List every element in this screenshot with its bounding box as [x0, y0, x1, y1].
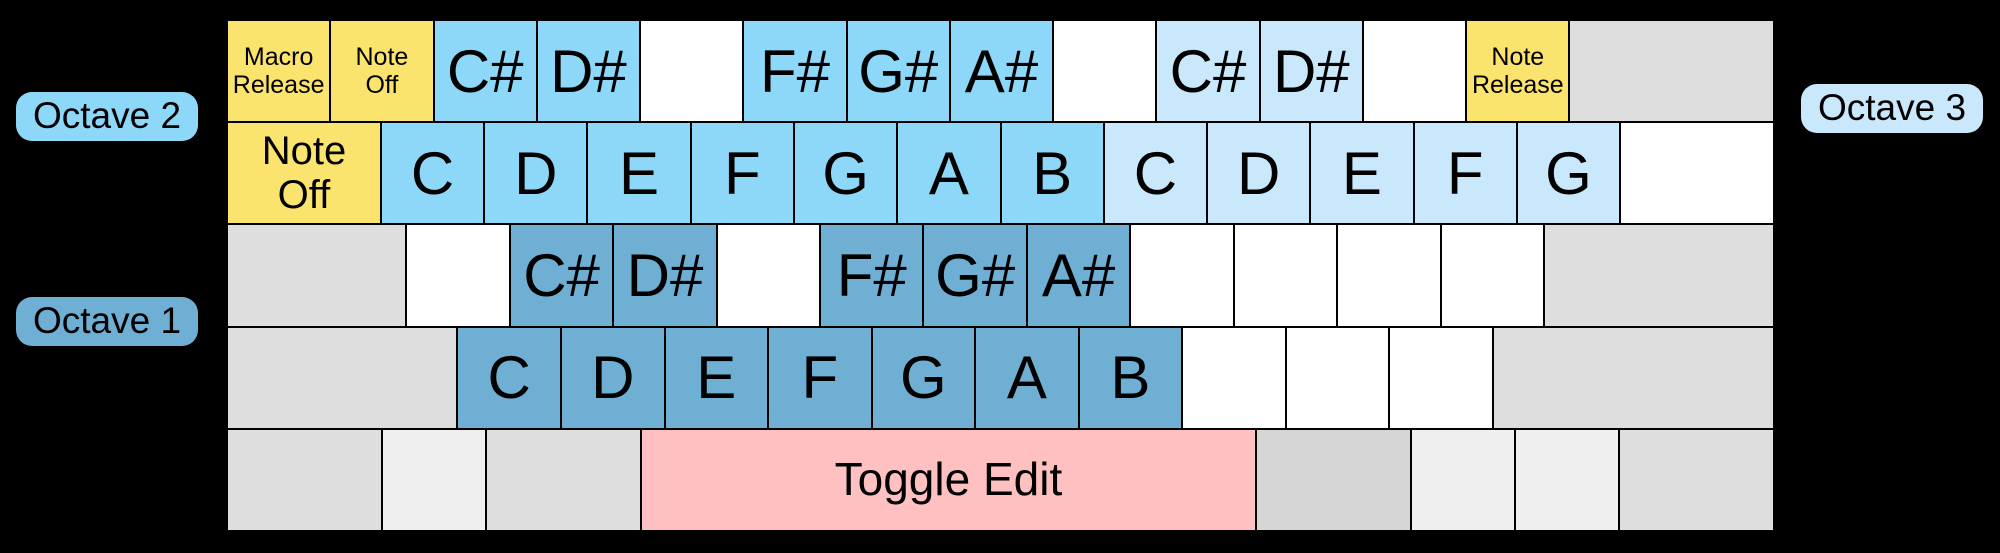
key-d[interactable]: D [1208, 123, 1310, 224]
key-d-sharp[interactable]: D# [1260, 21, 1362, 122]
key-gray-blank[interactable] [228, 429, 382, 531]
key-f[interactable]: F [1414, 123, 1516, 224]
key-f-sharp[interactable]: F# [821, 225, 923, 326]
key-toggle-edit[interactable]: Toggle Edit [642, 429, 1255, 531]
key-gray-blank[interactable] [1515, 429, 1618, 531]
keyboard-row-3: C#D# F#G#A# [228, 225, 1774, 326]
key-g[interactable]: G [872, 327, 975, 428]
key-gray-blank[interactable] [1570, 21, 1773, 122]
key-gray-blank[interactable] [1619, 429, 1773, 531]
key-e[interactable]: E [1311, 123, 1413, 224]
key-gray-blank[interactable] [228, 327, 457, 428]
key-a[interactable]: A [976, 327, 1078, 428]
key-note-off[interactable]: Note Off [228, 123, 380, 224]
key-note-off[interactable]: Note Off [331, 21, 433, 122]
key-f-sharp[interactable]: F# [744, 21, 846, 122]
key-blank[interactable] [1441, 225, 1543, 326]
key-d-sharp[interactable]: D# [537, 21, 640, 122]
key-g[interactable]: G [794, 123, 897, 224]
octave-2-label: Octave 2 [16, 92, 199, 141]
key-c[interactable]: C [381, 123, 484, 224]
key-blank[interactable] [1621, 123, 1773, 224]
key-blank[interactable] [1363, 21, 1466, 122]
octave-1-label: Octave 1 [16, 297, 199, 346]
key-blank[interactable] [1183, 327, 1285, 428]
key-c[interactable]: C [458, 327, 560, 428]
key-blank[interactable] [1338, 225, 1440, 326]
key-d[interactable]: D [561, 327, 664, 428]
key-c-sharp[interactable]: C# [434, 21, 536, 122]
key-blank[interactable] [1054, 21, 1156, 122]
keyboard-row-5: Toggle Edit [228, 429, 1773, 531]
key-c-sharp[interactable]: C# [510, 225, 613, 326]
key-g[interactable]: G [1517, 123, 1620, 224]
key-g-sharp[interactable]: G# [847, 21, 949, 122]
key-a-sharp[interactable]: A# [1027, 225, 1130, 326]
key-f[interactable]: F [769, 327, 871, 428]
octave-3-label: Octave 3 [1801, 84, 1984, 133]
key-a[interactable]: A [898, 123, 1000, 224]
key-blank[interactable] [641, 21, 743, 122]
key-gray-blank[interactable] [1493, 327, 1773, 428]
key-e[interactable]: E [588, 123, 690, 224]
key-gray-blank[interactable] [1411, 429, 1514, 531]
key-blank[interactable] [1286, 327, 1389, 428]
key-macro-release[interactable]: Macro Release [228, 21, 330, 122]
key-a-sharp[interactable]: A# [950, 21, 1053, 122]
key-gray-blank[interactable] [487, 429, 641, 531]
key-blank[interactable] [1131, 225, 1233, 326]
key-note-release[interactable]: Note Release [1467, 21, 1569, 122]
key-e[interactable]: E [665, 327, 768, 428]
key-d[interactable]: D [485, 123, 587, 224]
key-blank[interactable] [717, 225, 820, 326]
key-c-sharp[interactable]: C# [1157, 21, 1259, 122]
key-d-sharp[interactable]: D# [614, 225, 716, 326]
key-gray-blank[interactable] [1544, 225, 1774, 326]
key-f[interactable]: F [691, 123, 793, 224]
key-b[interactable]: B [1001, 123, 1103, 224]
key-c[interactable]: C [1104, 123, 1207, 224]
key-g-sharp[interactable]: G# [924, 225, 1026, 326]
key-blank[interactable] [407, 225, 509, 326]
key-blank[interactable] [1234, 225, 1337, 326]
key-gray-blank[interactable] [383, 429, 486, 531]
key-blank[interactable] [1390, 327, 1492, 428]
key-gray-blank[interactable] [1256, 429, 1410, 531]
key-b[interactable]: B [1079, 327, 1182, 428]
key-gray-blank[interactable] [228, 225, 406, 326]
